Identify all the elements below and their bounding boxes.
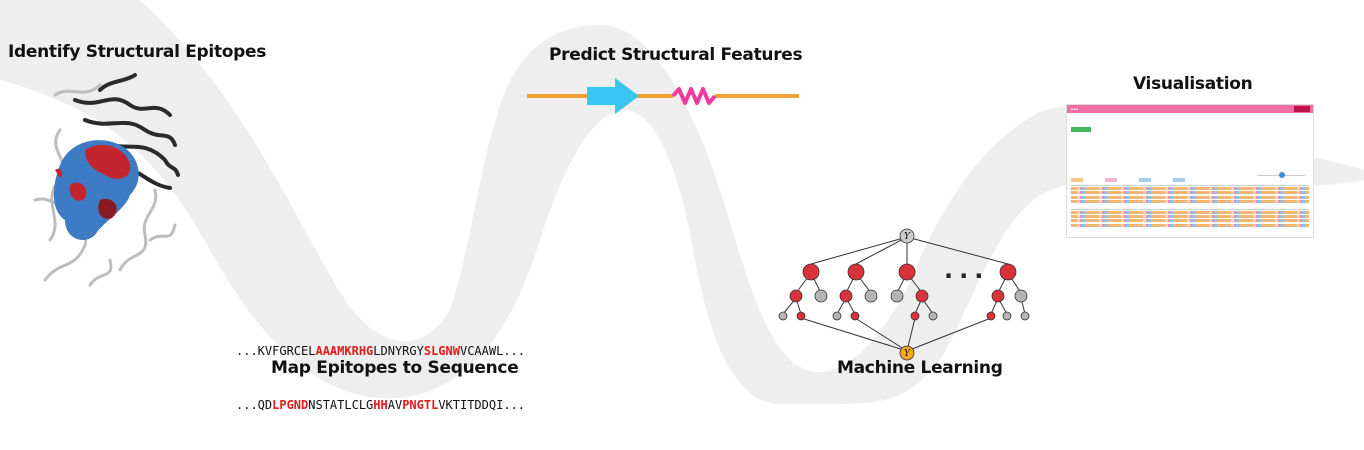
step-title-visualisation: Visualisation [1133, 74, 1253, 94]
app-legend [1071, 169, 1221, 182]
ellipsis: ... [944, 256, 990, 284]
app-nav-button [1294, 106, 1310, 112]
app-navbar: ■ ■ ■ [1067, 105, 1313, 113]
sequence-segment: VKTITDDQI... [438, 398, 526, 412]
output-node-label: Y [904, 349, 911, 359]
app-slider-knob [1279, 172, 1285, 178]
step-title-identify: Identify Structural Epitopes [8, 42, 267, 62]
step-title-map: Map Epitopes to Sequence [271, 358, 519, 378]
background-band [0, 0, 1364, 404]
sequence-segment: AV [387, 398, 403, 412]
step-title-predict: Predict Structural Features [549, 45, 803, 65]
sequence-line-2: ...QDLPGNDNSTATLCLGHHAVPNGTLVKTITDDQI... [236, 396, 525, 414]
app-text [1071, 117, 1313, 120]
output-node [899, 345, 915, 361]
sequence-segment: VCAAWL... [459, 344, 526, 358]
strand-arrow-icon [527, 78, 799, 114]
root-node [899, 228, 915, 244]
epitope-segment: AAAMKRHG [315, 344, 374, 358]
sequence-segment: NSTATLCLG [308, 398, 374, 412]
app-text-2 [1071, 122, 1313, 125]
step-title-ml: Machine Learning [837, 358, 1003, 378]
sequence-segment: LDNYRGY [373, 344, 424, 358]
epitope-segment: PNGTL [402, 398, 439, 412]
app-sequence-table [1071, 185, 1309, 228]
root-node-label: Y [904, 232, 911, 242]
workflow-diagram: Y Y ... Identify Structural Epitopes Pre… [0, 0, 1364, 412]
epitope-segment: SLGNW [423, 344, 460, 358]
epitope-segment: HH [373, 398, 388, 412]
sequence-segment: ...KVFGRCEL [236, 344, 316, 358]
visualisation-app-screenshot: ■ ■ ■ [1066, 104, 1314, 238]
epitope-segment: LPGND [272, 398, 309, 412]
protein-structure-icon [33, 73, 180, 287]
decision-tree-icon: Y Y [778, 228, 1030, 361]
sequence-block: ...KVFGRCELAAAMKRHGLDNYRGYSLGNWVCAAWL...… [236, 306, 525, 450]
app-download-button [1071, 127, 1091, 132]
sequence-segment: ...QD [236, 398, 273, 412]
sequence-line-1: ...KVFGRCELAAAMKRHGLDNYRGYSLGNWVCAAWL... [236, 342, 525, 360]
